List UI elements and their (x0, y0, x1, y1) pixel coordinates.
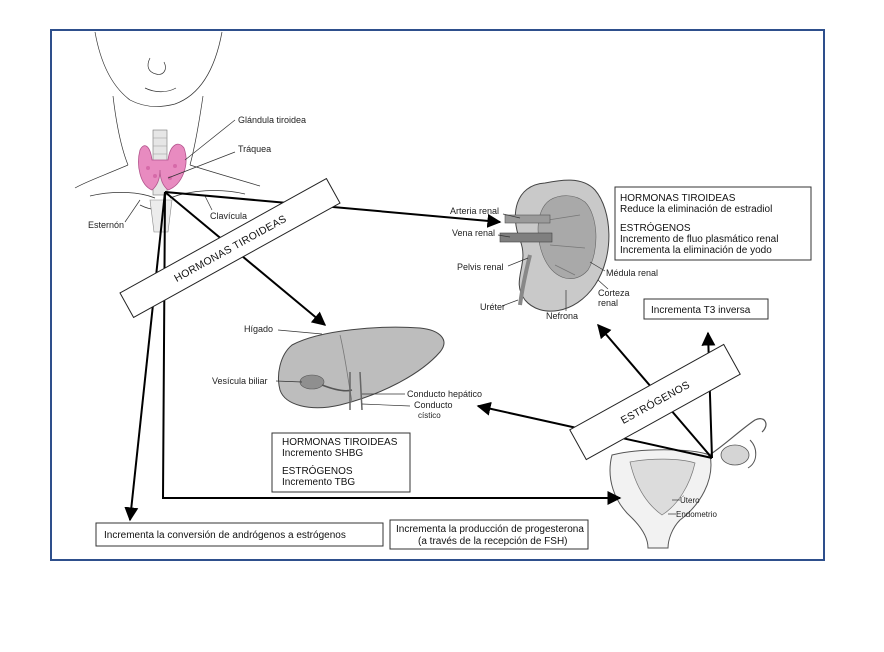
label-hepatic-duct: Conducto hepático (407, 389, 482, 399)
label-renal-cortex-2: renal (598, 298, 618, 308)
box-liver-effects: HORMONAS TIROIDEAS Incremento SHBG ESTRÓ… (271, 432, 411, 493)
banner-thyroid-hormones: HORMONAS TIROIDEAS (119, 177, 341, 319)
label-thyroid-gland: Glándula tiroidea (238, 115, 306, 125)
box-kidney-line2: Reduce la eliminación de estradiol (620, 204, 772, 215)
label-ureter: Uréter (480, 302, 505, 312)
box-androgen-text: Incrementa la conversión de andrógenos a… (104, 530, 346, 541)
uterus-illustration: Útero Endometrio (609, 418, 767, 549)
box-progesterone: Incrementa la producción de progesterona… (389, 519, 589, 550)
box-liver-line3: ESTRÓGENOS (282, 464, 353, 477)
label-sternum: Esternón (88, 220, 124, 230)
label-gallbladder: Vesícula biliar (212, 376, 268, 386)
label-liver: Hígado (244, 324, 273, 334)
thyroid-gland (138, 143, 187, 191)
box-liver-line1: HORMONAS TIROIDEAS (282, 437, 398, 448)
arrow-thyroid-to-liver (164, 191, 327, 326)
liver-illustration: Hígado Vesícula biliar Conducto hepático… (212, 324, 482, 420)
box-liver-line2: Incremento SHBG (282, 448, 363, 459)
box-t3-inverse: Incrementa T3 inversa (643, 298, 769, 320)
box-kidney-line3: ESTRÓGENOS (620, 221, 691, 234)
box-kidney-line5: Incrementa la eliminación de yodo (620, 245, 772, 256)
label-trachea: Tráquea (238, 144, 271, 154)
box-liver-line4: Incremento TBG (282, 477, 355, 488)
label-clavicle: Clavícula (210, 211, 247, 221)
kidney-illustration: Arteria renal Vena renal Pelvis renal Ur… (450, 179, 658, 321)
label-cystic-duct-1: Conducto (414, 400, 453, 410)
box-kidney-line4: Incremento de fluo plasmático renal (620, 234, 778, 245)
box-t3-text: Incrementa T3 inversa (651, 305, 751, 316)
label-nephron: Nefrona (546, 311, 578, 321)
box-progesterone-line2: (a través de la recepción de FSH) (418, 536, 568, 547)
arrow-thyroid-to-androgen-box (124, 191, 166, 522)
label-uterus: Útero (680, 496, 700, 505)
box-kidney-line1: HORMONAS TIROIDEAS (620, 193, 736, 204)
label-renal-vein: Vena renal (452, 228, 495, 238)
label-endometrium: Endometrio (676, 510, 717, 519)
label-renal-artery: Arteria renal (450, 206, 499, 216)
box-kidney-effects: HORMONAS TIROIDEAS Reduce la eliminación… (614, 186, 812, 261)
box-progesterone-line1: Incrementa la producción de progesterona (396, 524, 584, 535)
label-renal-pelvis: Pelvis renal (457, 262, 504, 272)
box-androgen-conversion: Incrementa la conversión de andrógenos a… (95, 522, 384, 547)
neck-illustration: Glándula tiroidea Tráquea Esternón Claví… (74, 31, 306, 233)
label-cystic-duct-2: cístico (418, 411, 441, 420)
label-renal-cortex-1: Corteza (598, 288, 630, 298)
banner-estrogens: ESTRÓGENOS (569, 343, 741, 461)
banner-thyroid-hormones-text: HORMONAS TIROIDEAS (172, 213, 289, 285)
label-renal-medulla: Médula renal (606, 268, 658, 278)
